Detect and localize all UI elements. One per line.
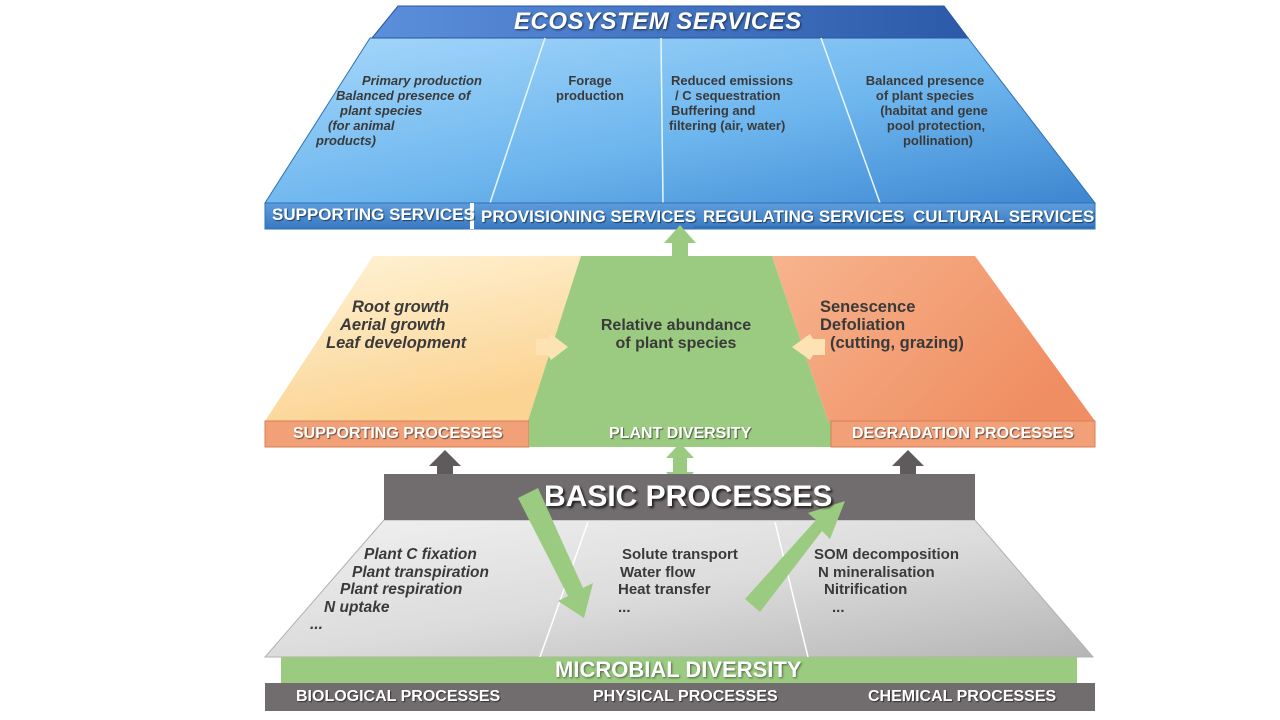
ecosystem-divider-3 <box>820 37 881 204</box>
microbial-diversity-label: MICROBIAL DIVERSITY <box>555 657 802 682</box>
degradation-processes-panel <box>772 256 1095 421</box>
plant-diversity-panel <box>528 256 828 421</box>
supporting-processes-text: Root growth Aerial growth Leaf developme… <box>326 298 467 352</box>
arrow-up-to-services <box>664 225 696 264</box>
chemical-processes-label: CHEMICAL PROCESSES <box>868 688 1057 705</box>
regulating-services-label: REGULATING SERVICES <box>703 207 905 226</box>
basic-divider-1 <box>539 521 589 658</box>
physical-processes-label: PHYSICAL PROCESSES <box>593 688 778 705</box>
arrow-supporting-to-diversity <box>536 334 568 360</box>
cultural-services-label: CULTURAL SERVICES <box>913 207 1095 226</box>
basic-bar-bg <box>265 683 1095 711</box>
regulating-services-text: Reduced emissions / C sequestration Buff… <box>669 73 794 133</box>
basic-processes-title: BASIC PROCESSES <box>544 480 833 513</box>
arrow-down-to-physical <box>518 488 593 618</box>
ecosystem-bar-sep-2 <box>694 226 1094 228</box>
plant-diversity-label: PLANT DIVERSITY <box>609 425 752 442</box>
provisioning-services-text: Forage production <box>556 73 624 103</box>
plant-diversity-bar <box>529 421 831 447</box>
ecosystem-divider-1 <box>489 37 546 204</box>
physical-processes-text: Solute transport Water flow Heat transfe… <box>618 546 738 616</box>
ecosystem-divider-2 <box>660 37 664 204</box>
plant-diversity-text: Relative abundance of plant species <box>600 317 752 352</box>
degradation-processes-label: DEGRADATION PROCESSES <box>852 425 1074 442</box>
arrow-degradation-to-diversity <box>792 334 825 360</box>
arrow-up-to-basic <box>745 501 845 612</box>
arrow-up-supporting <box>429 450 461 474</box>
basic-divider-2 <box>774 521 809 658</box>
degradation-processes-text: Senescence Defoliation (cutting, grazing… <box>820 298 964 352</box>
supporting-services-label: SUPPORTING SERVICES <box>272 205 475 224</box>
supporting-services-text: Primary production Balanced presence of … <box>316 73 482 148</box>
provisioning-services-label: PROVISIONING SERVICES <box>481 207 697 226</box>
ecosystem-title: ECOSYSTEM SERVICES <box>514 8 802 35</box>
basic-processes-header <box>384 474 975 520</box>
ecosystem-title-band <box>370 5 969 39</box>
supporting-processes-panel <box>265 256 588 421</box>
supporting-processes-label: SUPPORTING PROCESSES <box>293 425 503 442</box>
biological-processes-text: Plant C fixation Plant transpiration Pla… <box>310 546 489 633</box>
chemical-processes-text: SOM decomposition N mineralisation Nitri… <box>814 546 960 616</box>
arrow-up-degradation <box>892 450 924 474</box>
ecosystem-bar-sep <box>470 203 474 229</box>
cultural-services-text: Balanced presence of plant species (habi… <box>865 73 988 148</box>
microbial-diversity-band <box>281 657 1077 683</box>
biological-processes-label: BIOLOGICAL PROCESSES <box>296 688 501 705</box>
degradation-processes-bar <box>830 420 1096 448</box>
